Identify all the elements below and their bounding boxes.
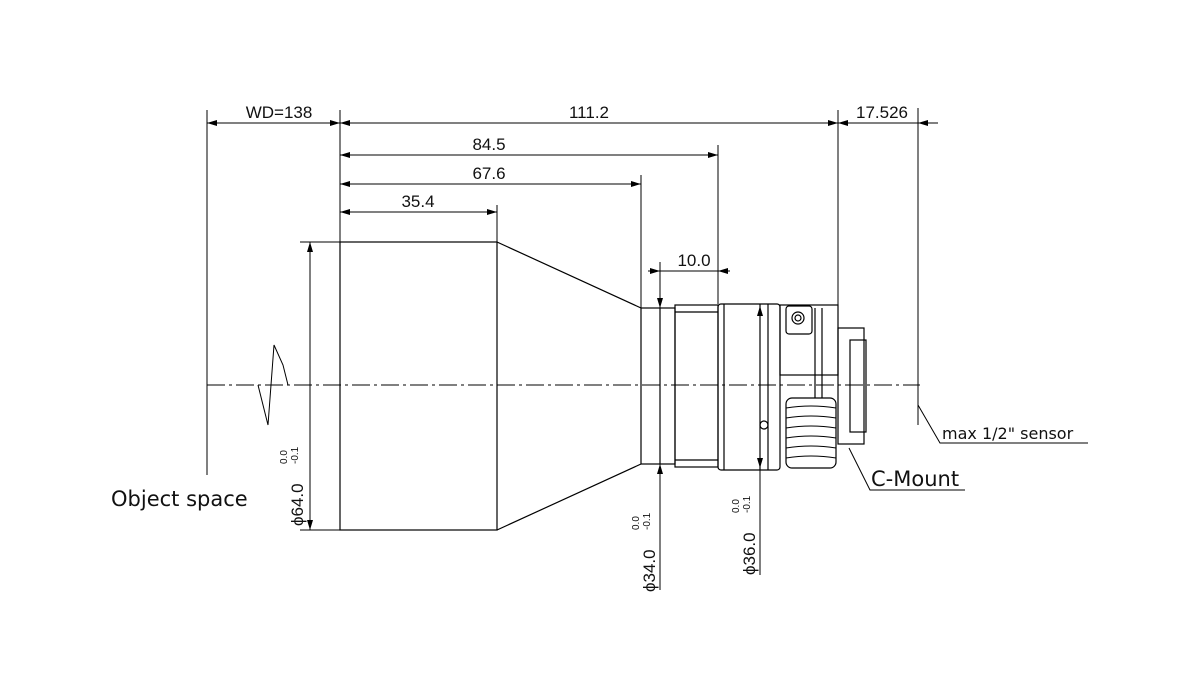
diameter-neck-tol-lower: -0.1 (642, 512, 653, 530)
flange-back-dimension: 17.526 (856, 103, 908, 122)
dim-35: 35.4 (401, 192, 434, 211)
diameter-front-tol-upper: 0.0 (279, 450, 290, 464)
diameter-neck-label: ϕ34.0 0.0 -0.1 (631, 512, 659, 592)
diameter-dims (300, 241, 763, 590)
diameter-rear-value: ϕ36.0 (740, 532, 759, 575)
diameter-neck-value: ϕ34.0 (640, 549, 659, 592)
sensor-label: max 1/2" sensor (942, 424, 1074, 443)
sensor-callout: max 1/2" sensor (917, 404, 1088, 444)
extension-lines (206, 108, 919, 475)
diameter-neck-tol-upper: 0.0 (631, 516, 642, 530)
diameter-rear-label: ϕ36.0 0.0 -0.1 (731, 495, 759, 575)
diameter-front-tol-lower: -0.1 (290, 446, 301, 464)
diameter-rear-tol-lower: -0.1 (742, 495, 753, 513)
diameter-front-label: ϕ64.0 0.0 -0.1 (279, 446, 307, 526)
diameter-rear-tol-upper: 0.0 (731, 499, 742, 513)
c-mount-label: C-Mount (871, 467, 959, 491)
total-length-dimension: 111.2 (569, 103, 609, 122)
diameter-front-value: ϕ64.0 (288, 483, 307, 526)
dim-84: 84.5 (472, 135, 505, 154)
object-space-label: Object space (111, 487, 248, 511)
dimension-lines (207, 120, 938, 274)
dim-67: 67.6 (472, 164, 505, 183)
lens-body (339, 241, 867, 531)
dimension-texts: WD=138 111.2 17.526 84.5 67.6 35.4 10.0 (246, 103, 908, 270)
wd-dimension: WD=138 (246, 103, 313, 122)
c-mount-callout: C-Mount (848, 447, 965, 491)
break-symbol (257, 344, 289, 426)
dim-10: 10.0 (677, 251, 710, 270)
